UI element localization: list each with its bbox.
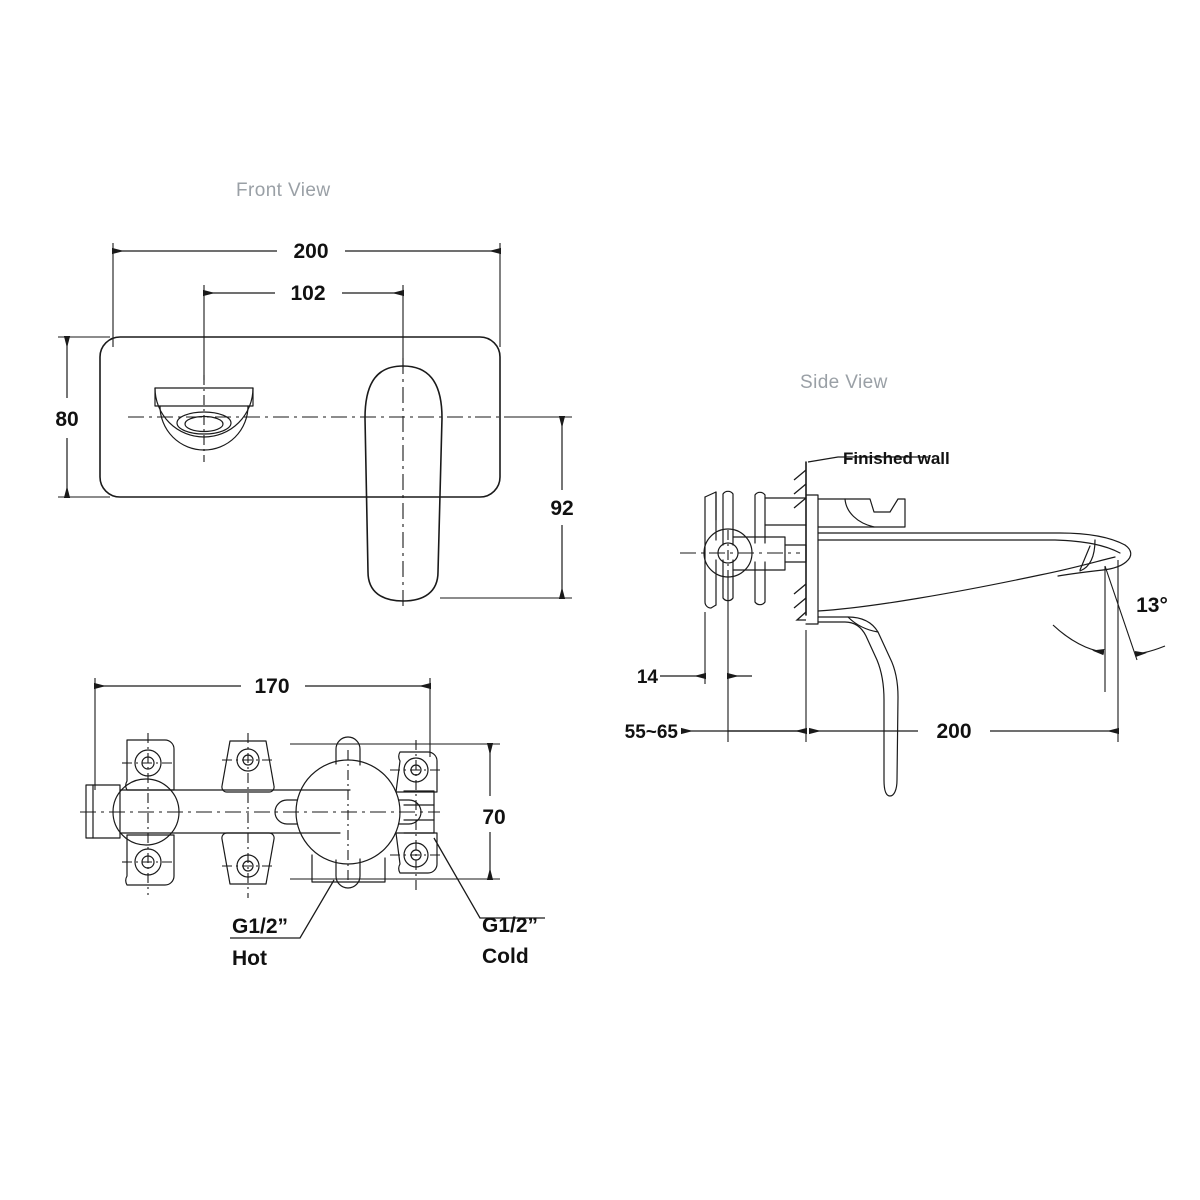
- side-view-group: Side View Finished wall: [625, 372, 1168, 797]
- dim-wall-thickness-label: 55~65: [625, 722, 679, 743]
- dim-body-height-label: 70: [482, 806, 505, 829]
- finished-wall: [793, 461, 807, 621]
- dim-valve-depth-label: 14: [637, 667, 659, 688]
- side-spout-body: [817, 498, 1132, 797]
- dim-lever-drop: 92: [440, 416, 574, 599]
- side-valve-assembly: [703, 490, 807, 609]
- callout-hot-port: G1/2” Hot: [230, 879, 335, 970]
- callout-cold-port: G1/2” Cold: [433, 837, 545, 968]
- dim-plate-width-label: 200: [293, 240, 328, 263]
- dim-lever-drop-label: 92: [550, 497, 573, 520]
- front-escutcheon-plate: [99, 336, 501, 498]
- dim-body-width-label: 170: [254, 675, 289, 698]
- cold-port-thread: G1/2”: [482, 914, 538, 937]
- hot-port-thread: G1/2”: [232, 915, 288, 938]
- dim-body-width: 170: [94, 675, 431, 790]
- dim-plate-width: 200: [112, 240, 501, 347]
- front-view-title: Front View: [236, 180, 330, 201]
- dim-plate-height-label: 80: [55, 408, 78, 431]
- side-view-title: Side View: [800, 372, 888, 393]
- dim-spout-offset: 102: [203, 282, 404, 380]
- dim-valve-depth: 14: [637, 580, 752, 742]
- rough-in-bracket-middle: [221, 740, 275, 885]
- callout-finished-wall: Finished wall: [807, 449, 950, 468]
- hot-port-name: Hot: [232, 947, 267, 970]
- dim-spout-offset-label: 102: [290, 282, 325, 305]
- dim-wall-thickness: 55~65: [625, 630, 807, 743]
- finished-wall-label: Finished wall: [843, 449, 950, 468]
- dim-spout-angle-label: 13°: [1136, 594, 1168, 617]
- front-view-group: Front View 200: [55, 180, 574, 610]
- dim-body-height: 70: [290, 743, 506, 880]
- dim-spout-reach-label: 200: [936, 720, 971, 743]
- front-lever-handle: [364, 365, 443, 602]
- rough-in-view-group: 170 70: [80, 675, 545, 970]
- dim-spout-reach: 200: [809, 560, 1119, 743]
- dim-spout-angle: 13°: [1052, 565, 1168, 692]
- side-escutcheon-plate: [805, 494, 819, 625]
- dim-plate-height: 80: [55, 336, 110, 498]
- cold-port-name: Cold: [482, 945, 529, 968]
